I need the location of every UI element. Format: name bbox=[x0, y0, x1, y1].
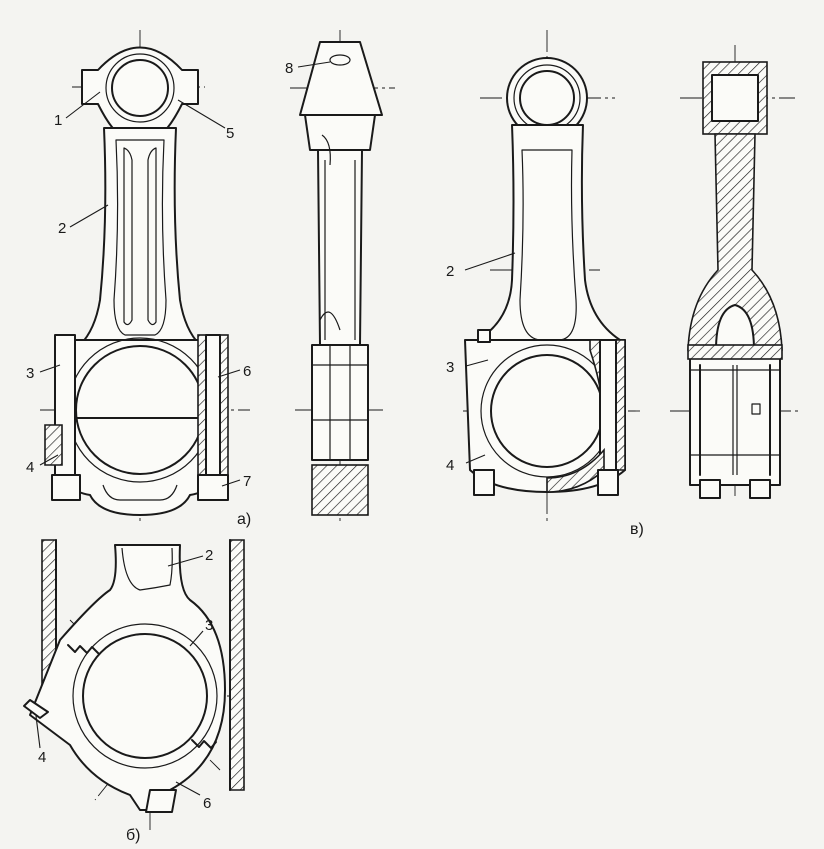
callout-a-8: 8 bbox=[285, 60, 293, 77]
callout-b-3: 3 bbox=[205, 617, 213, 634]
figure-a-front-view bbox=[40, 30, 250, 525]
figure-b-oblique-split bbox=[23, 539, 245, 830]
figure-v-section-view bbox=[670, 45, 800, 500]
callout-labels-v: 2 3 4 в) bbox=[446, 263, 644, 538]
callout-v-4: 4 bbox=[446, 457, 454, 474]
figure-v-front-view bbox=[463, 30, 640, 525]
callout-a-3: 3 bbox=[26, 365, 34, 382]
callout-b-2: 2 bbox=[205, 547, 213, 564]
callout-a-6: 6 bbox=[243, 363, 251, 380]
callout-a-4: 4 bbox=[26, 459, 34, 476]
callout-v-2: 2 bbox=[446, 263, 454, 280]
callout-a-1: 1 bbox=[54, 112, 62, 129]
callout-labels-a: 1 2 3 4 5 6 7 8 а) bbox=[26, 60, 293, 528]
callout-labels-b: 2 3 4 6 б) bbox=[38, 547, 213, 844]
leader-lines bbox=[35, 61, 516, 796]
figure-a-side-view bbox=[290, 30, 395, 525]
callout-v-3: 3 bbox=[446, 359, 454, 376]
callout-b-4: 4 bbox=[38, 749, 46, 766]
caption-figure-v: в) bbox=[630, 521, 644, 538]
callout-a-2: 2 bbox=[58, 220, 66, 237]
callout-a-7: 7 bbox=[243, 473, 251, 490]
callout-a-5: 5 bbox=[226, 125, 234, 142]
callout-b-6: 6 bbox=[203, 795, 211, 812]
caption-figure-b: б) bbox=[126, 827, 141, 844]
caption-figure-a: а) bbox=[237, 511, 251, 528]
